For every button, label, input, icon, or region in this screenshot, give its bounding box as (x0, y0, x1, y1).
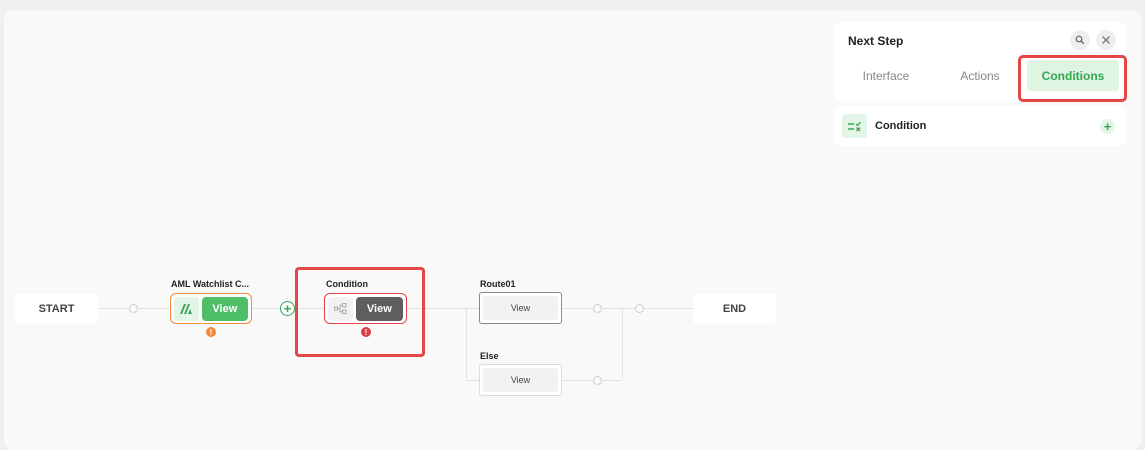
connector-handle[interactable] (593, 304, 602, 313)
connector-line (407, 308, 480, 309)
route-title: Route01 (480, 279, 516, 289)
tab-interface[interactable]: Interface (862, 68, 910, 83)
connector-line (562, 308, 693, 309)
panel-title: Next Step (848, 34, 904, 48)
connector-line (562, 380, 622, 381)
connector-handle[interactable] (593, 376, 602, 385)
add-condition-button[interactable]: + (1100, 119, 1115, 134)
route01-node[interactable]: View (479, 292, 562, 324)
aml-node-title: AML Watchlist C... (171, 279, 250, 289)
plus-icon: + (283, 301, 292, 316)
connector-line (622, 308, 623, 380)
connector-handle[interactable] (635, 304, 644, 313)
end-node: END (693, 294, 776, 324)
condition-view-button[interactable]: View (355, 296, 403, 321)
connector-line (466, 308, 467, 380)
tab-actions[interactable]: Actions (960, 68, 1000, 83)
search-button[interactable] (1070, 30, 1090, 50)
condition-list-item[interactable]: Condition + (834, 106, 1126, 146)
tab-conditions[interactable]: Conditions (1027, 60, 1119, 91)
condition-node-title: Condition (326, 279, 368, 289)
search-icon (1075, 35, 1085, 45)
aml-watchlist-node[interactable]: View (170, 293, 252, 324)
condition-node[interactable]: View (324, 293, 407, 324)
route-title: Else (480, 351, 499, 361)
condition-check-icon (842, 114, 867, 138)
connector-line (466, 380, 480, 381)
warning-icon: ! (206, 327, 216, 337)
plus-icon: + (1103, 119, 1112, 134)
else-view-button[interactable]: View (483, 368, 558, 392)
connector-handle[interactable] (129, 304, 138, 313)
route01-view-button[interactable]: View (483, 296, 558, 320)
error-icon: ! (361, 327, 371, 337)
close-icon (1102, 36, 1110, 44)
branch-icon (328, 296, 353, 321)
start-node: START (15, 294, 98, 324)
add-step-button[interactable]: + (280, 301, 295, 316)
aml-logo-icon (174, 296, 199, 321)
aml-view-button[interactable]: View (201, 296, 248, 321)
close-button[interactable] (1096, 30, 1116, 50)
next-step-panel: Next Step Interface Actions Conditions (834, 22, 1126, 101)
else-node[interactable]: View (479, 364, 562, 396)
condition-item-label: Condition (875, 120, 927, 132)
